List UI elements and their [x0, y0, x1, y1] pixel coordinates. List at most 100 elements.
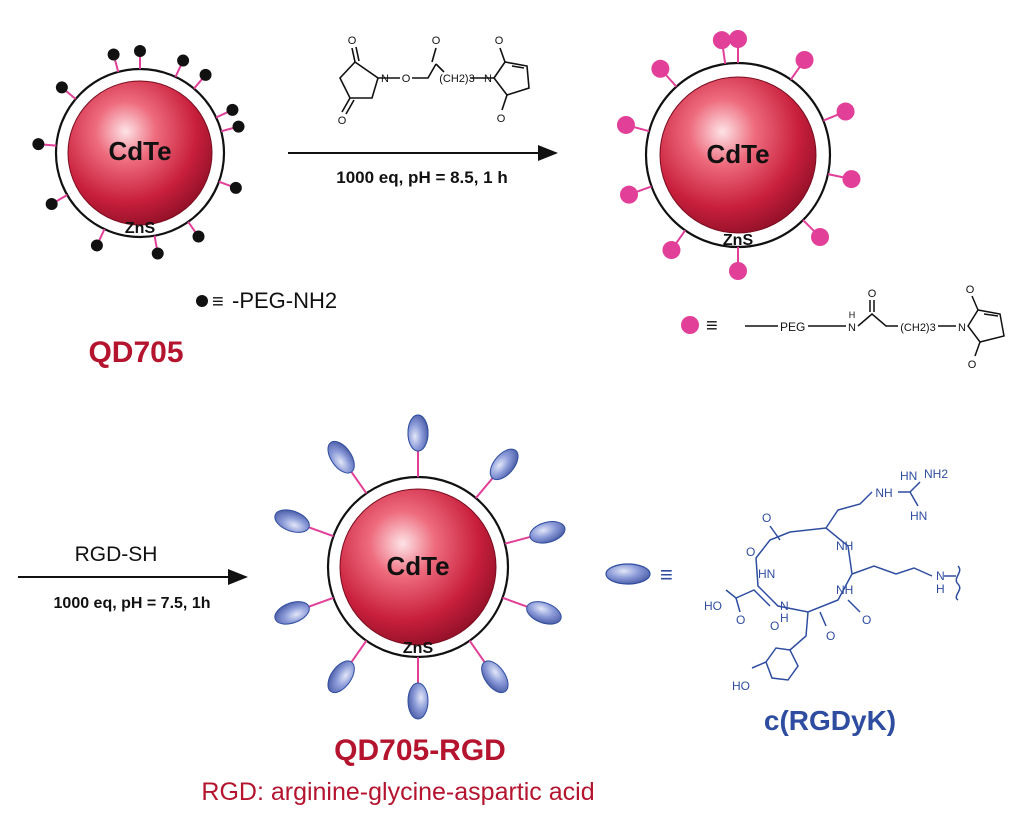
rgd-peptide-ligand [481, 660, 509, 694]
ligand-stem [822, 112, 841, 122]
qd2-core-label: CdTe [706, 139, 769, 169]
reagent-atom-n2: N [484, 73, 492, 85]
legend-nh-h: H [849, 310, 856, 320]
reaction2-conditions: 1000 eq, pH = 7.5, 1h [54, 595, 211, 612]
peptide-atom-o-tyr: O [826, 629, 835, 643]
rgd-peptide-ligand [327, 660, 355, 694]
reagent-atom-o4: O [432, 35, 441, 47]
legend-chain: (CH2)3 [900, 322, 935, 334]
ligand-stem [153, 235, 159, 250]
peptide-atom-nh-right: NH [836, 583, 853, 597]
ligand-stem [349, 640, 368, 665]
peptide-atom-n-lys: N [936, 569, 945, 583]
ligand-stem [187, 221, 198, 234]
ligand-stem [193, 77, 204, 90]
ligand-head [199, 68, 212, 81]
legend-equiv-2: ≡ [706, 315, 718, 337]
rgd-peptide-ligand [274, 509, 310, 533]
peptide-atom-o-left: O [746, 545, 755, 559]
ligand-head [55, 81, 68, 94]
ligand-head [151, 247, 164, 260]
reaction1-reagent-atoms: O O N O O (CH2)3 N O O [338, 35, 506, 127]
cdte-core [339, 488, 497, 646]
ligand-head [811, 228, 830, 247]
peptide-atom-o-acid: O [736, 613, 745, 627]
ligand-stem [631, 125, 650, 133]
ligand-head [177, 54, 190, 67]
ligand-head [842, 170, 861, 189]
legend-ellipse [605, 563, 651, 585]
peptide-atom-hn-guan: HN [910, 509, 927, 523]
qd3-core-label: CdTe [386, 551, 449, 581]
ligand-stem [468, 640, 487, 665]
legend-imide-o-top: O [966, 284, 975, 296]
rgd-peptide-ligand [407, 414, 429, 452]
ligand-head [662, 241, 681, 260]
ligand-stem [802, 219, 817, 234]
ligand-head [134, 45, 146, 57]
legend-peg: PEG [780, 320, 805, 334]
footnote: RGD: arginine-glycine-aspartic acid [201, 778, 594, 806]
reaction1-reagent-structure [339, 46, 530, 115]
reagent-atom-o5: O [495, 35, 504, 47]
ligand-head [229, 181, 242, 194]
peptide-atom-ho-acid: HO [704, 599, 722, 613]
ligand-head [619, 185, 638, 204]
ligand-stem [218, 180, 233, 188]
peptide-atom-nh-ring: NH [836, 539, 853, 553]
peptide-atom-n-bottom: N [780, 599, 789, 613]
qd705-particle [32, 45, 245, 260]
cdte-core [659, 76, 817, 234]
reagent-atom-n1: N [381, 73, 389, 85]
rgd-peptide-ligand [526, 601, 562, 625]
peptide-atom-h-lys: H [936, 582, 945, 596]
ligand-head [651, 59, 670, 78]
ligand-head [616, 115, 635, 134]
legend-nh-n: N [848, 322, 856, 334]
qd705-title: QD705 [88, 336, 183, 369]
peptide-atom-o-bottom: O [770, 619, 779, 633]
peptide-atom-ho-tyr: HO [732, 679, 750, 693]
reagent-atom-o2: O [338, 115, 347, 127]
peptide-structure [725, 481, 961, 681]
ligand-stem [502, 596, 530, 609]
ligand-stem [827, 173, 846, 179]
legend-black-dot [196, 295, 208, 307]
ligand-head [795, 50, 814, 69]
qd3-shell-label: ZnS [403, 640, 434, 657]
ligand-stem [504, 535, 533, 545]
rgd-peptide-ligand [529, 521, 566, 544]
rgd-peptide-ligand [274, 601, 310, 625]
legend-peg-nh2: -PEG-NH2 [232, 288, 337, 313]
ligand-stem [220, 126, 235, 133]
reagent-atom-o6: O [497, 113, 506, 125]
ligand-stem [306, 596, 334, 609]
reagent-atom-o3: O [402, 73, 411, 85]
ligand-head [32, 138, 45, 151]
ligand-head [232, 120, 245, 133]
peptide-atom-hn-left: HN [758, 567, 775, 581]
qd1-shell-label: ZnS [125, 220, 156, 237]
peptide-atom-nh2: NH2 [924, 467, 948, 481]
ligand-head [45, 198, 58, 210]
ligand-head [712, 31, 731, 50]
qd705-rgd-title: QD705-RGD [334, 734, 506, 767]
qd1-core-label: CdTe [108, 136, 171, 166]
ligand-head [192, 230, 205, 243]
ligand-stem [174, 63, 183, 78]
rgd-peptide-ligand [407, 682, 429, 720]
legend-imide-o-bottom: O [968, 359, 977, 371]
ligand-stem [721, 45, 727, 65]
peptide-title: c(RGDyK) [764, 705, 896, 736]
ligand-head [107, 48, 120, 61]
reagent-chain: (CH2)3 [439, 73, 474, 85]
ligand-stem [54, 194, 68, 203]
ligand-stem [475, 475, 495, 499]
legend-linker-structure [745, 295, 1005, 357]
ligand-stem [42, 143, 57, 147]
rgd-peptide-ligand [489, 448, 519, 481]
peptide-atom-o-top: O [762, 511, 771, 525]
ligand-head [90, 239, 103, 252]
